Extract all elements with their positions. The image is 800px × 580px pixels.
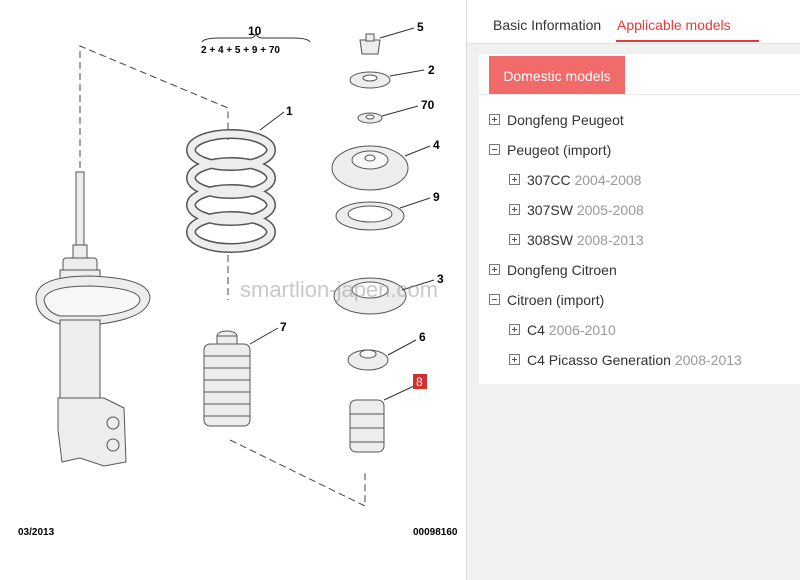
tree-item-dongfeng-peugeot[interactable]: Dongfeng Peugeot xyxy=(489,110,624,130)
tree-item-dongfeng-citroen[interactable]: Dongfeng Citroen xyxy=(489,260,617,280)
callout-6: 6 xyxy=(419,330,426,344)
callout-7: 7 xyxy=(280,320,287,334)
leader-lines xyxy=(249,27,435,401)
tree-item-308sw[interactable]: 308SW 2008-2013 xyxy=(509,230,644,250)
assembly-dashed-lines xyxy=(79,45,366,507)
callout-3: 3 xyxy=(437,272,444,286)
watermark-text: smartlion-japen.com xyxy=(240,277,438,302)
tree-item-label: C4 Picasso Generation xyxy=(527,352,671,368)
tree-item-label: 307SW xyxy=(527,202,573,218)
callout-8-highlight xyxy=(413,374,427,389)
tab-applicable-models[interactable]: Applicable models xyxy=(617,17,731,33)
details-panel: Basic Information Applicable models Dome… xyxy=(466,0,800,580)
tree-item-c4[interactable]: C4 2006-2010 xyxy=(509,320,616,340)
date-code: 03/2013 xyxy=(18,527,55,538)
expand-plus-icon[interactable] xyxy=(509,354,520,366)
exploded-view-drawing: 10 2 + 4 + 5 + 9 + 70 1 5 2 70 4 9 3 6 7… xyxy=(18,20,458,538)
expand-plus-icon[interactable] xyxy=(509,174,520,186)
shock-absorber-strut xyxy=(35,171,151,467)
tree-item-307cc[interactable]: 307CC 2004-2008 xyxy=(509,170,641,190)
tree-item-label: C4 xyxy=(527,322,545,338)
collapse-minus-icon[interactable] xyxy=(489,294,500,306)
card-divider xyxy=(479,94,800,95)
parts-diagram: 10 2 + 4 + 5 + 9 + 70 1 5 2 70 4 9 3 6 7… xyxy=(18,20,458,538)
callout-9: 9 xyxy=(433,190,440,204)
tree-item-label: Dongfeng Peugeot xyxy=(507,112,624,128)
reference-code: 00098160 xyxy=(413,527,458,538)
expand-plus-icon[interactable] xyxy=(489,114,500,126)
domestic-models-button[interactable]: Domestic models xyxy=(489,56,625,94)
expand-plus-icon[interactable] xyxy=(509,324,520,336)
callout-2: 2 xyxy=(428,63,435,77)
tree-item-label: 307CC xyxy=(527,172,571,188)
dust-boot xyxy=(203,330,251,427)
callout-1: 1 xyxy=(286,104,293,118)
collapse-minus-icon[interactable] xyxy=(489,144,500,156)
tree-item-307sw[interactable]: 307SW 2005-2008 xyxy=(509,200,644,220)
tree-item-c4-picasso[interactable]: C4 Picasso Generation 2008-2013 xyxy=(509,350,742,370)
callout-70: 70 xyxy=(421,98,435,112)
tree-item-years: 2004-2008 xyxy=(574,172,642,188)
callout-5: 5 xyxy=(417,20,424,34)
formula-brace xyxy=(201,32,311,43)
callout-8: 8 xyxy=(416,375,423,389)
tab-basic-information[interactable]: Basic Information xyxy=(493,17,602,33)
tree-item-peugeot-import[interactable]: Peugeot (import) xyxy=(489,140,611,160)
tree-item-years: 2008-2013 xyxy=(674,352,742,368)
top-mount-stack xyxy=(331,33,409,453)
callout-formula: 2 + 4 + 5 + 9 + 70 xyxy=(201,45,280,56)
callout-10: 10 xyxy=(248,24,262,38)
callout-4: 4 xyxy=(433,138,440,152)
tree-item-label: 308SW xyxy=(527,232,573,248)
tab-bar: Basic Information Applicable models xyxy=(467,0,800,44)
tree-item-years: 2005-2008 xyxy=(576,202,644,218)
tree-item-label: Citroen (import) xyxy=(507,292,605,308)
tree-item-label: Peugeot (import) xyxy=(507,142,612,158)
expand-plus-icon[interactable] xyxy=(509,204,520,216)
expand-plus-icon[interactable] xyxy=(509,234,520,246)
applicable-models-card: Domestic models Dongfeng Peugeot Peugeot… xyxy=(479,54,800,384)
tree-item-years: 2006-2010 xyxy=(548,322,616,338)
tree-item-years: 2008-2013 xyxy=(576,232,644,248)
active-tab-indicator xyxy=(616,40,759,42)
tree-item-citroen-import[interactable]: Citroen (import) xyxy=(489,290,604,310)
tree-item-label: Dongfeng Citroen xyxy=(507,262,617,278)
expand-plus-icon[interactable] xyxy=(489,264,500,276)
